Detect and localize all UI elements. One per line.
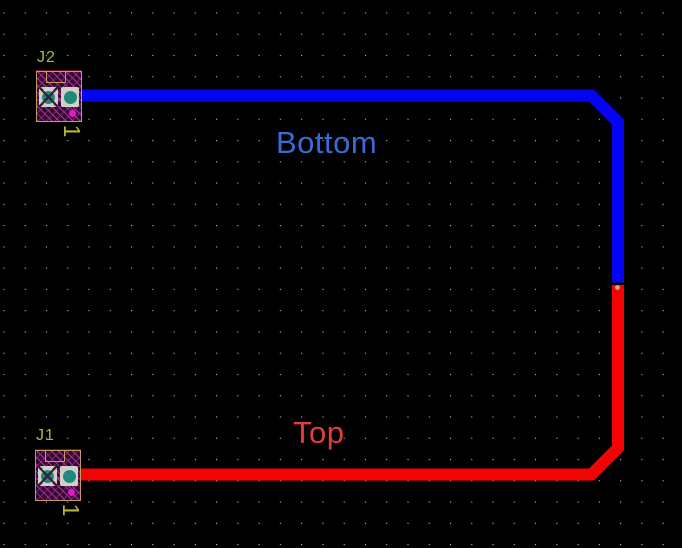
footprint-notch [45, 450, 65, 462]
refdes-label: J2 [37, 49, 56, 66]
net-label-bottom: Bottom [276, 125, 378, 160]
footprint-body [36, 71, 82, 122]
refdes-label: J1 [36, 427, 55, 444]
pad-hole-crossed[interactable] [38, 466, 57, 486]
via-junction[interactable] [615, 285, 620, 290]
net-label-top: Top [293, 415, 345, 450]
pin1-marker: 1 [59, 124, 85, 138]
pad-hole-crossed[interactable] [39, 87, 58, 107]
pin1-marker: 1 [58, 503, 84, 517]
footprint-body [35, 450, 81, 501]
pad-hole[interactable] [60, 466, 78, 486]
origin-dot [68, 489, 75, 496]
pad-hole[interactable] [61, 87, 79, 107]
trace-bottom-layer[interactable] [80, 89, 624, 283]
trace-top-layer[interactable] [80, 285, 624, 481]
origin-dot [69, 110, 76, 117]
footprint-notch [46, 71, 66, 83]
